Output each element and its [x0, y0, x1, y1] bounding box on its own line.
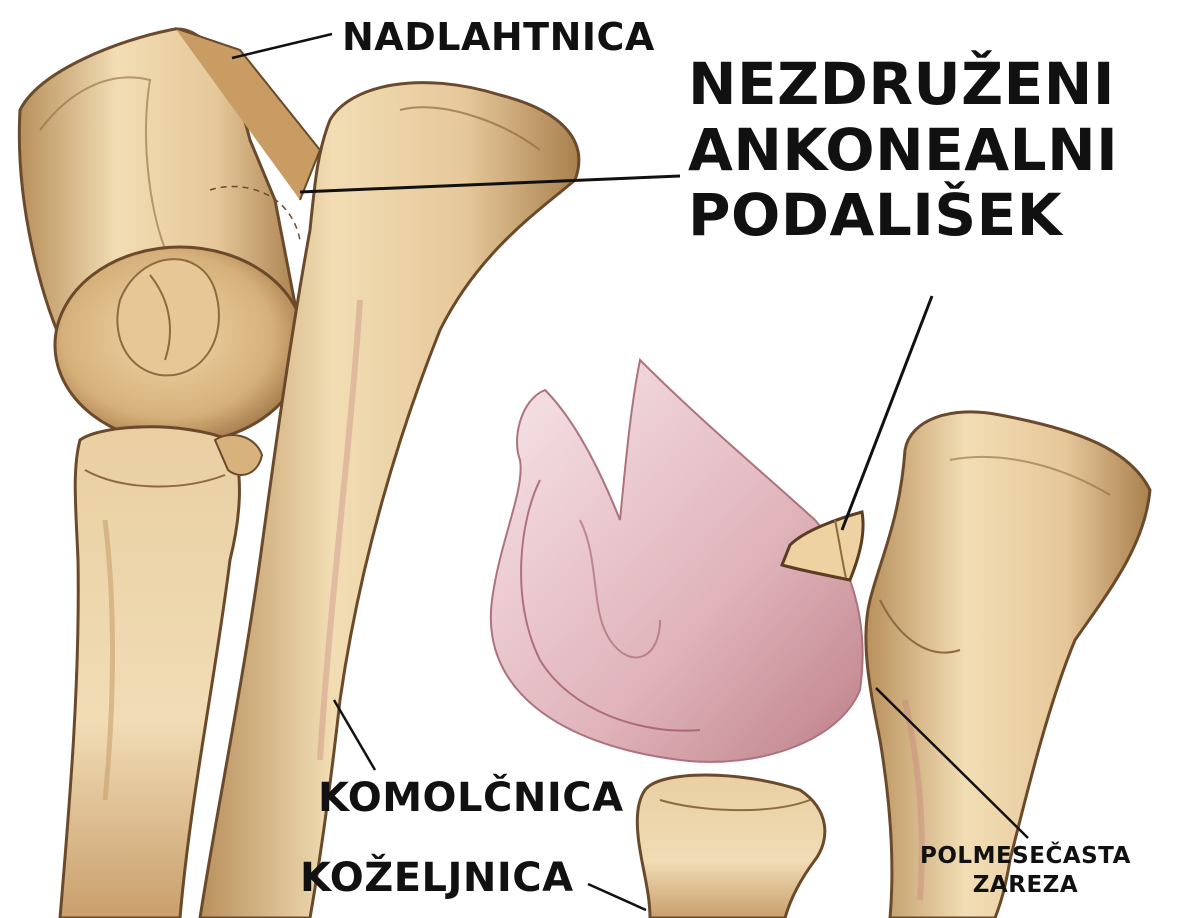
leader-kozelinica — [588, 884, 646, 910]
label-komolcnica: KOMOLČNICA — [318, 778, 624, 818]
label-line: ZAREZA — [920, 871, 1131, 900]
leader-nadlahtnica — [232, 34, 332, 58]
label-line: PODALIŠEK — [688, 183, 1118, 249]
label-ununited-anconeal-process: NEZDRUŽENI ANKONEALNI PODALIŠEK — [688, 52, 1118, 249]
label-polmesecasta-zareza: POLMESEČASTA ZAREZA — [920, 842, 1131, 900]
leader-komolcnica — [334, 700, 375, 770]
label-nadlahtnica: NADLAHTNICA — [342, 18, 655, 56]
label-line: POLMESEČASTA — [920, 842, 1131, 871]
radius-right — [637, 775, 825, 918]
label-line: NEZDRUŽENI — [688, 52, 1118, 118]
label-line: ANKONEALNI — [688, 118, 1118, 184]
label-kozelinica: KOŽELJNICA — [300, 858, 574, 898]
